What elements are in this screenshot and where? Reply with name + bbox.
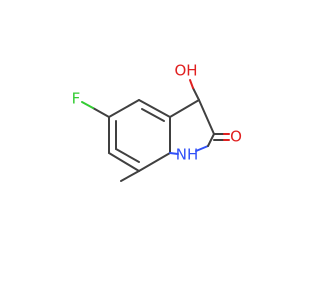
fluorine-label: F — [72, 90, 81, 108]
bond-c2-n1-dark — [207, 133, 215, 147]
fluorine-bond-green — [81, 101, 94, 109]
bond-c2-n1 — [195, 145, 209, 152]
hydroxyl-bond-dark — [192, 87, 200, 101]
bond-n1-c6 — [169, 152, 179, 155]
bond-c5-c3 — [169, 99, 200, 118]
bond-c9-c4 — [108, 99, 140, 118]
fluorine-bond-dark — [92, 107, 110, 118]
bond-c3-c2 — [198, 99, 215, 135]
bond-c6-c7 — [138, 152, 171, 172]
aromatic-bond-1 — [141, 108, 165, 122]
hydroxyl-label: OH — [174, 62, 197, 80]
molecule-diagram: F OH O NH — [72, 62, 242, 182]
bond-c7-c8 — [108, 152, 140, 172]
carbonyl-oxygen-label: O — [230, 128, 242, 146]
amine-label: NH — [176, 146, 199, 164]
aromatic-bond-2 — [115, 148, 140, 163]
structure-canvas: F OH O NH — [71, 61, 242, 182]
bond-c4-c5 — [138, 99, 171, 118]
hydroxyl-bond-red — [189, 79, 194, 89]
methyl-bond — [120, 170, 140, 182]
